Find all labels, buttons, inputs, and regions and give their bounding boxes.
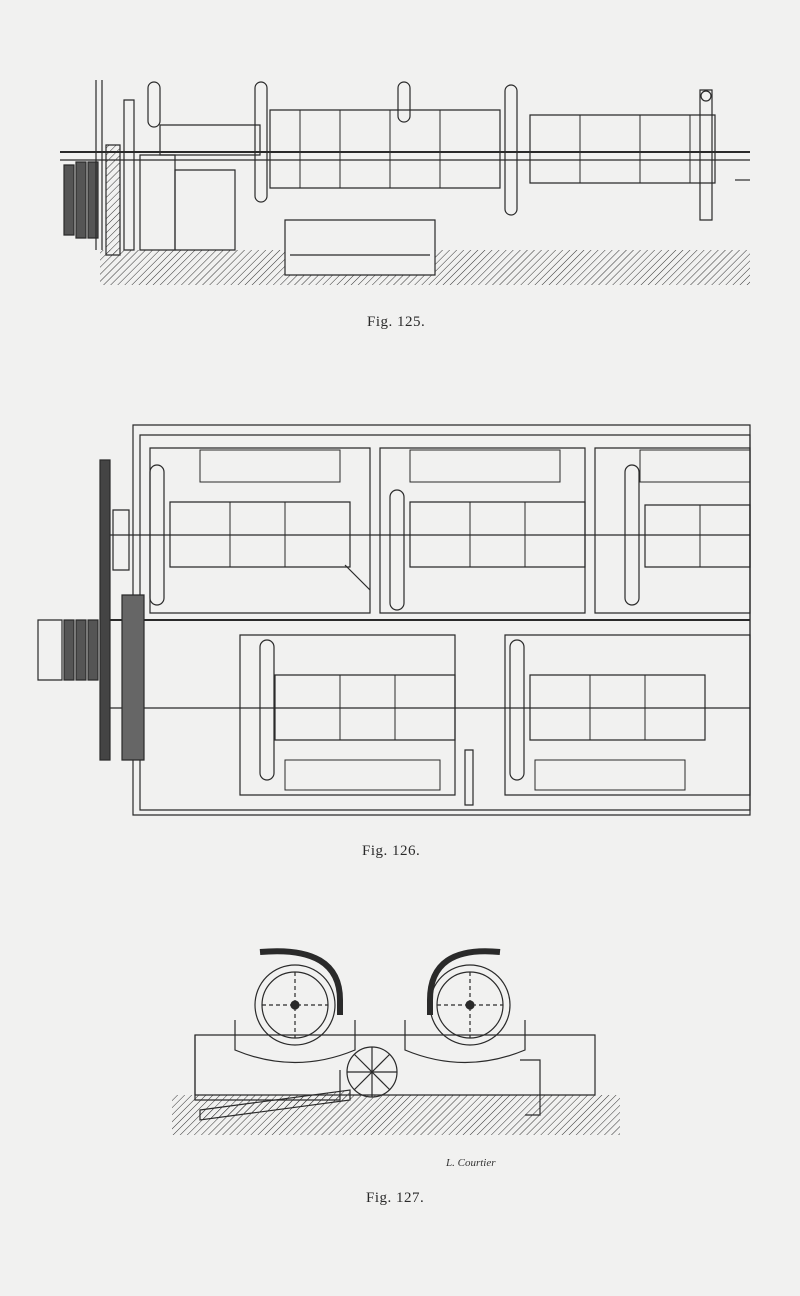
figure-125-elevation [0,70,800,290]
figure-127-caption: Fig. 127. [366,1190,425,1206]
figure-126-plan [0,420,800,820]
engraver-signature: L. Courtier [446,1157,496,1169]
figure-125-caption: Fig. 125. [367,314,426,330]
figure-126-caption: Fig. 126. [362,843,421,859]
figure-127-section [0,940,800,1150]
